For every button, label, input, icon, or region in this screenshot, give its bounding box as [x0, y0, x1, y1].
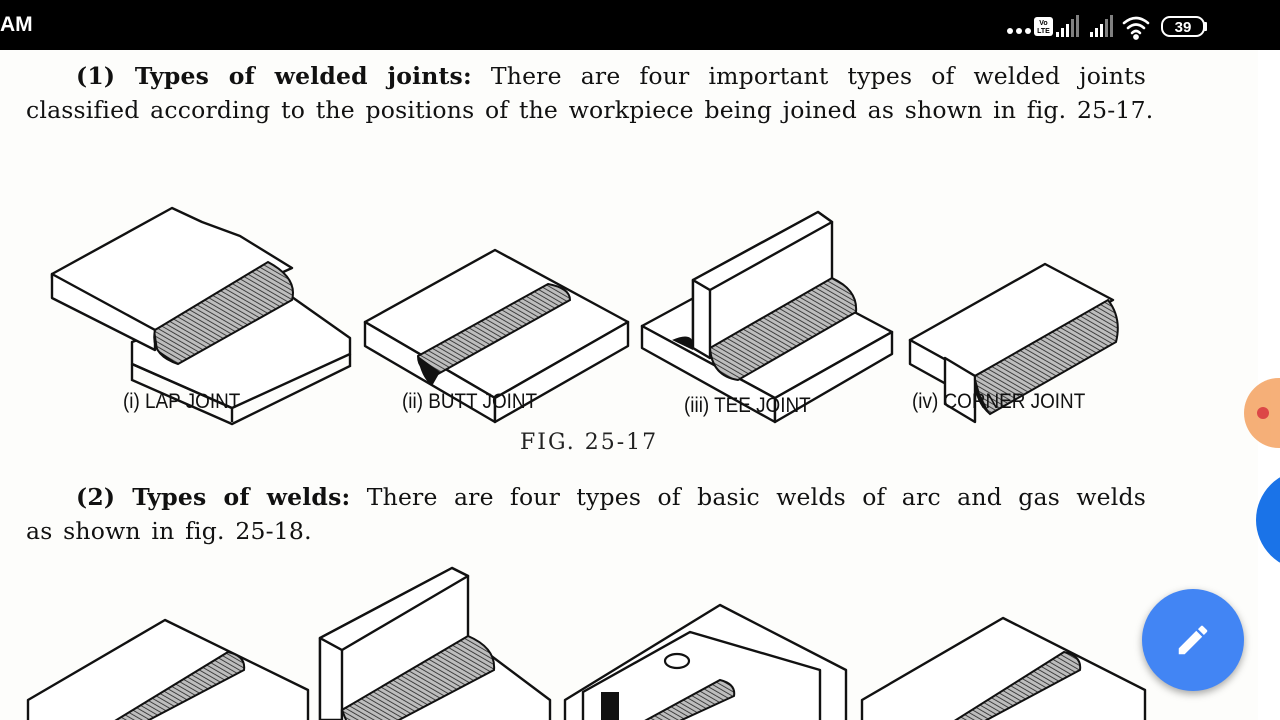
caption-lap-joint: (i) LAP JOINT — [123, 390, 241, 413]
record-dot-icon — [1257, 407, 1269, 419]
volte-icon: Vo LTE — [1034, 17, 1053, 36]
battery-level-text: 39 — [1175, 19, 1192, 36]
caption-tee-joint: (iii) TEE JOINT — [684, 394, 811, 417]
weld-drawing-4 — [860, 616, 1147, 720]
weld-drawing-1 — [26, 618, 310, 720]
figure-types-of-welds — [26, 566, 1147, 720]
section2-heading: (2) Types of welds: — [76, 483, 351, 511]
tee-joint-drawing — [640, 210, 894, 424]
status-icons: Vo LTE 39 — [1007, 15, 1207, 40]
weld-drawing-2 — [318, 566, 552, 720]
corner-joint-drawing — [908, 262, 1119, 424]
signal-icon-sim1 — [1056, 15, 1079, 37]
figure-welded-joints — [50, 206, 1119, 426]
wifi-icon — [1122, 16, 1150, 40]
lap-joint-drawing — [50, 206, 352, 426]
figure-label: FIG. 25-17 — [520, 430, 659, 455]
weld-drawing-3 — [563, 603, 848, 720]
status-bar: AM Vo LTE 39 — [0, 0, 1280, 50]
status-time: AM — [0, 13, 33, 36]
edit-fab-button[interactable] — [1142, 589, 1244, 691]
svg-text:LTE: LTE — [1037, 28, 1050, 35]
svg-text:Vo: Vo — [1039, 20, 1047, 27]
signal-icon-sim2 — [1090, 15, 1113, 37]
butt-joint-drawing — [363, 248, 630, 424]
section-types-of-welded-joints: (1) Types of welded joints: There are fo… — [26, 59, 1154, 127]
more-dots-icon — [1007, 28, 1031, 34]
section-types-of-welds: (2) Types of welds: There are four types… — [26, 480, 1146, 548]
caption-corner-joint: (iv) CORNER JOINT — [912, 390, 1086, 413]
pencil-icon — [1178, 625, 1208, 655]
section1-line1: There are four important types of welded… — [490, 62, 1147, 90]
battery-icon: 39 — [1161, 16, 1207, 37]
section1-heading: (1) Types of welded joints: — [76, 62, 472, 90]
caption-butt-joint: (ii) BUTT JOINT — [402, 390, 538, 413]
section2-line1: There are four types of basic welds of a… — [366, 483, 1147, 511]
document-page[interactable]: (1) Types of welded joints: There are fo… — [0, 50, 1258, 720]
section1-line2: classified according to the positions of… — [26, 96, 1154, 124]
section2-line2: as shown in fig. 25-18. — [26, 517, 312, 545]
